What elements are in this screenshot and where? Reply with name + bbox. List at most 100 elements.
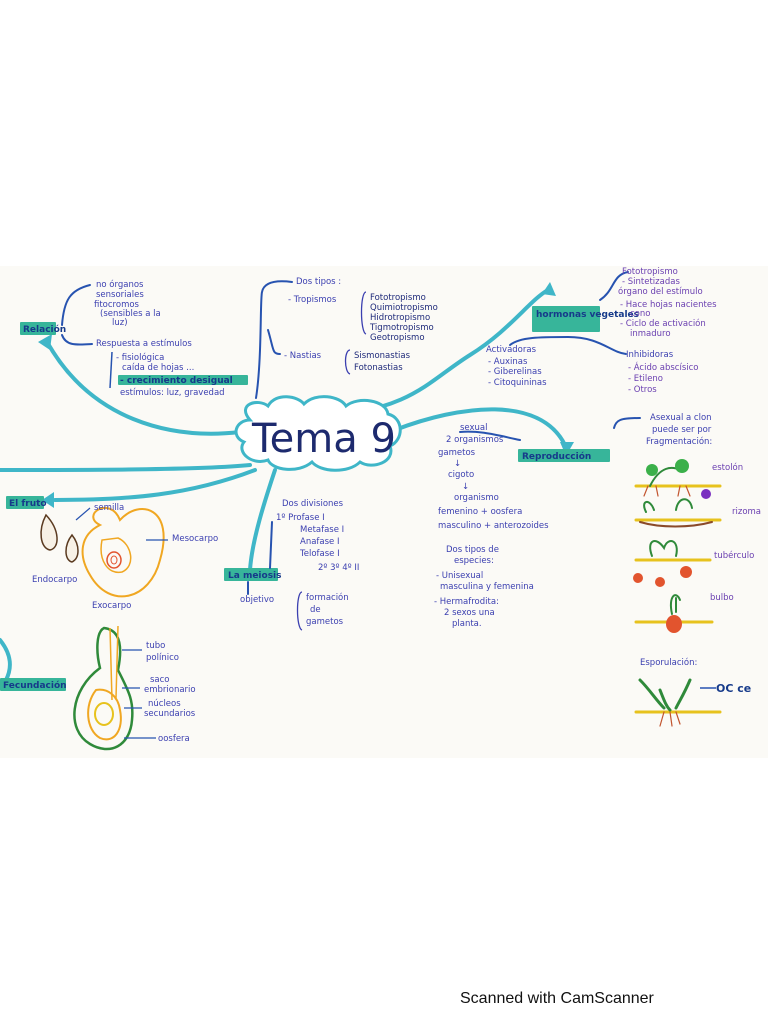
tropismo-0: Fototropismo (370, 293, 426, 303)
fruto-cluster: semilla Mesocarpo Endocarpo Exocarpo (32, 503, 218, 611)
relacion-crecimiento: - crecimiento desigual (120, 376, 233, 386)
plant-drawings: estolón rizoma tubérculo bulbo (633, 459, 761, 727)
relacion-organos-4: luz) (112, 318, 128, 328)
sub-connectors (61, 271, 641, 595)
hormonas-note-2: - Ciclo de activación (620, 318, 706, 329)
meiosis-formacion-0: formación (306, 592, 349, 603)
scanned-page (0, 266, 768, 758)
fecundacion-cluster: tubo polínico saco embrionario núcleos s… (73, 625, 196, 751)
meiosis-divisiones-head: Dos divisiones (282, 499, 344, 509)
fecundacion-nucleos-1: secundarios (144, 709, 196, 719)
hormonas-activadoras-head: Activadoras (486, 345, 537, 355)
relacion-estimulos: estímulos: luz, gravedad (120, 388, 225, 398)
title-cloud: Tema 9 (234, 395, 402, 472)
hormonas-hojas-head-0: Fototropismo (622, 267, 678, 277)
asexual-type-1: rizoma (732, 507, 761, 517)
inhibidora-2: - Otros (628, 385, 657, 395)
repro-sexual-7: femenino + oosfera (438, 507, 522, 517)
activadora-2: - Citoquininas (488, 378, 547, 388)
fecundacion-saco-0: saco (150, 675, 170, 685)
repro-sexual-0: sexual (460, 423, 488, 433)
relacion-respuesta: Respuesta a estímulos (96, 339, 192, 349)
branch-meiosis (248, 468, 277, 572)
repro-sexual-4: cigoto (448, 470, 474, 480)
repro-asexual-head-2: Fragmentación: (646, 436, 712, 447)
relacion-tropismos-label: - Tropismos (288, 295, 337, 305)
meiosis-fase-2: Anafase I (300, 537, 339, 547)
fecundacion-saco-1: embrionario (144, 685, 196, 695)
hormonas-cluster: Fototropismo - Sintetizadas órgano del e… (486, 267, 717, 395)
page-title: Tema 9 (251, 416, 396, 462)
repro-especies-head-0: Dos tipos de (446, 545, 499, 555)
fecundacion-tubo-0: tubo (146, 641, 165, 651)
hormonas-hojas-head-2: órgano del estímulo (618, 286, 703, 297)
fecundacion-oosfera: oosfera (158, 734, 190, 744)
hormonas-hojas-head-1: - Sintetizadas (622, 277, 680, 287)
relacion-organos-3: (sensibles a la (100, 309, 161, 319)
activadora-0: - Auxinas (488, 357, 528, 367)
meiosis-fase-4: 2º 3º 4º II (318, 563, 359, 573)
mind-map-branches (0, 288, 567, 682)
fecundacion-tubo-1: polínico (146, 653, 179, 663)
repro-especie-4: planta. (452, 619, 482, 629)
repro-asexual-head-1: puede ser por (652, 425, 712, 435)
hormonas-note-1: cono (630, 309, 650, 319)
fruto-semilla: semilla (94, 503, 124, 513)
asexual-type-3: bulbo (710, 593, 734, 603)
branch-reproduccion (393, 407, 567, 447)
relacion-fisiologica-1: caída de hojas ... (122, 363, 194, 373)
meiosis-fase-1: Metafase I (300, 525, 344, 535)
hormonas-inhibidoras-head: Inhibidoras (626, 350, 674, 360)
tropismo-3: Tigmotropismo (369, 323, 434, 333)
repro-esporulacion: Esporulación: (640, 657, 697, 668)
hormonas-note-3: inmaduro (630, 329, 671, 339)
branch-fruto (53, 468, 257, 502)
node-hormonas: hormonas vegetales (536, 310, 639, 320)
relacion-nastias-label: - Nastias (284, 351, 322, 361)
node-reproduccion: Reproducción (522, 451, 591, 462)
fruto-mesocarpo: Mesocarpo (172, 534, 218, 544)
repro-sexual-5: ↓ (462, 482, 469, 492)
asexual-type-0: estolón (712, 462, 743, 473)
relacion-organos-1: sensoriales (96, 290, 144, 300)
repro-sexual-2: gametos (438, 448, 476, 458)
inhibidora-1: - Etileno (628, 374, 663, 384)
node-relacion: Relación (23, 324, 66, 335)
meiosis-fase-0: 1º Profase I (276, 513, 325, 523)
relacion-cluster: no órganos sensoriales fitocromos (sensi… (94, 277, 438, 398)
meiosis-fase-3: Telofase I (299, 549, 340, 559)
node-meiosis: La meiosis (228, 571, 282, 581)
branch-fecundacion-upper (0, 463, 252, 472)
fruto-exocarpo: Exocarpo (92, 601, 131, 611)
meiosis-objetivo: objetivo (240, 595, 274, 605)
inhibidora-0: - Ácido abscísico (628, 361, 699, 373)
nastia-0: Sismonastias (354, 351, 411, 361)
meiosis-formacion-1: de (310, 605, 321, 615)
repro-especies-head-1: especies: (454, 556, 494, 566)
branch-fecundacion-lower (0, 638, 12, 682)
meiosis-formacion-2: gametos (306, 617, 344, 627)
relacion-organos-0: no órganos (96, 279, 144, 290)
tropismo-2: Hidrotropismo (370, 313, 430, 323)
branch-relacion (44, 338, 242, 436)
asexual-type-2: tubérculo (714, 550, 754, 561)
category-labels: Relación hormonas vegetales Reproducción… (0, 306, 639, 691)
node-fruto: El fruto (9, 499, 47, 509)
repro-esporulacion-note: OC ce (716, 682, 751, 695)
repro-especie-3: 2 sexos una (444, 608, 495, 618)
repro-sexual-3: ↓ (454, 459, 461, 469)
branch-hormonas (328, 288, 550, 417)
repro-especie-0: - Unisexual (436, 571, 483, 581)
hormonas-note-0: - Hace hojas nacientes (620, 300, 717, 310)
relacion-fisiologica-0: - fisiológica (116, 352, 164, 363)
repro-especie-1: masculina y femenina (440, 582, 534, 592)
meiosis-cluster: Dos divisiones 1º Profase I Metafase I A… (240, 499, 359, 631)
repro-sexual-8: masculino + anterozoides (438, 521, 549, 531)
scanner-watermark: Scanned with CamScanner (460, 990, 654, 1007)
repro-especie-2: - Hermafrodita: (434, 597, 499, 607)
fruto-endocarpo: Endocarpo (32, 575, 77, 585)
node-fecundacion: Fecundación (3, 680, 67, 691)
repro-sexual-6: organismo (454, 493, 499, 503)
fecundacion-nucleos-0: núcleos (148, 699, 181, 709)
